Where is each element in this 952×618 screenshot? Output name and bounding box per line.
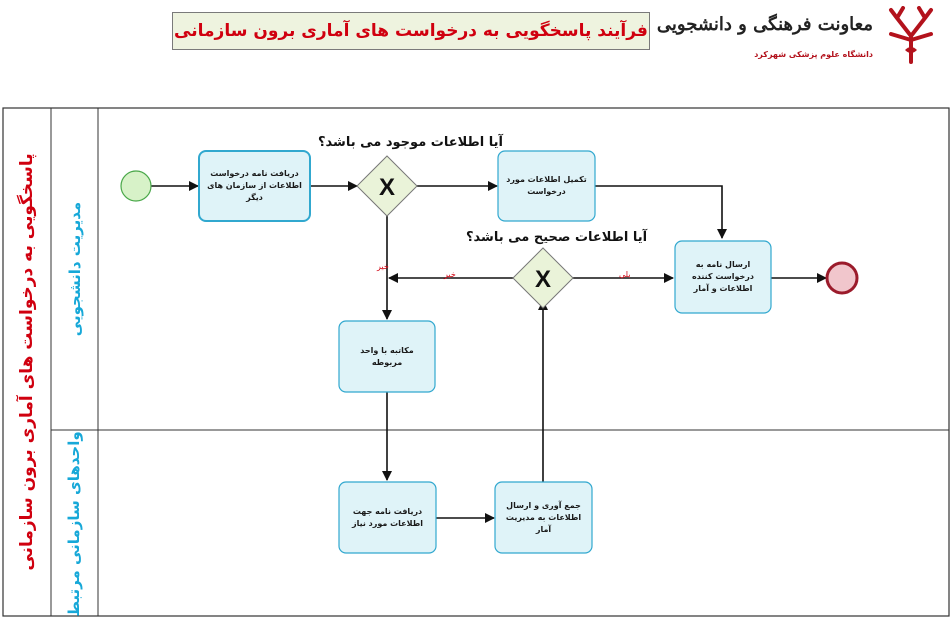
lane-label-related-units: واحدهای سازمانی مرتبط xyxy=(65,431,83,617)
end-event xyxy=(825,261,859,295)
pool-label: پاسخگویی به درخواست های آماری برون سازما… xyxy=(17,153,37,571)
lane-label-student-management: مدیریت دانشجویی xyxy=(66,201,84,337)
task-receive-needed xyxy=(338,481,437,554)
task-receive-letter xyxy=(198,150,311,222)
task-collect-send-label: جمع آوری و ارسال اطلاعات به مدیریت آمار xyxy=(505,500,582,534)
task-complete-info-label: تکمیل اطلاعات مورد درخواست xyxy=(506,175,587,196)
gateway-info-correct xyxy=(512,247,574,309)
page-title: فرآیند پاسخگویی به درخواست های آماری برو… xyxy=(172,12,650,50)
task-correspond xyxy=(338,320,436,393)
task-collect-send xyxy=(494,481,593,554)
pool-frame xyxy=(2,107,950,617)
gateway-info-correct-symbol: X xyxy=(535,266,551,293)
flow-label-yes-gateway2: بلی xyxy=(619,270,631,279)
task-correspond-label: مکاتبه با واحد مربوطه xyxy=(360,345,414,367)
gateway-info-exists-question: آیا اطلاعات موجود می باشد؟ xyxy=(318,135,503,150)
task-send-letter-label: ارسال نامه به درخواست کننده اطلاعات و آم… xyxy=(692,260,754,293)
flow-complete-to-send xyxy=(595,185,727,239)
gateway-info-correct-question: آیا اطلاعات صحیح می باشد؟ xyxy=(466,230,648,245)
start-event xyxy=(120,170,152,202)
flow-label-no-gateway2: خیر xyxy=(444,270,456,279)
org-name: معاونت فرهنگی و دانشجویی xyxy=(656,14,873,35)
gateway-info-exists xyxy=(356,155,418,217)
task-receive-needed-label: دریافت نامه جهت اطلاعات مورد نیاز xyxy=(352,506,423,528)
task-complete-info xyxy=(497,150,596,222)
university-logo: معاونت فرهنگی و دانشجویی دانشگاه علوم پز… xyxy=(657,6,945,66)
university-name: دانشگاه علوم پزشکی شهرکرد xyxy=(754,50,873,59)
task-receive-letter-label: دریافت نامه درخواست اطلاعات از سازمان ها… xyxy=(207,169,302,202)
gateway-info-exists-symbol: X xyxy=(379,174,395,201)
task-send-letter xyxy=(674,240,772,314)
university-emblem-icon xyxy=(889,6,933,64)
flow-label-no-gateway1: خیر xyxy=(377,262,389,271)
